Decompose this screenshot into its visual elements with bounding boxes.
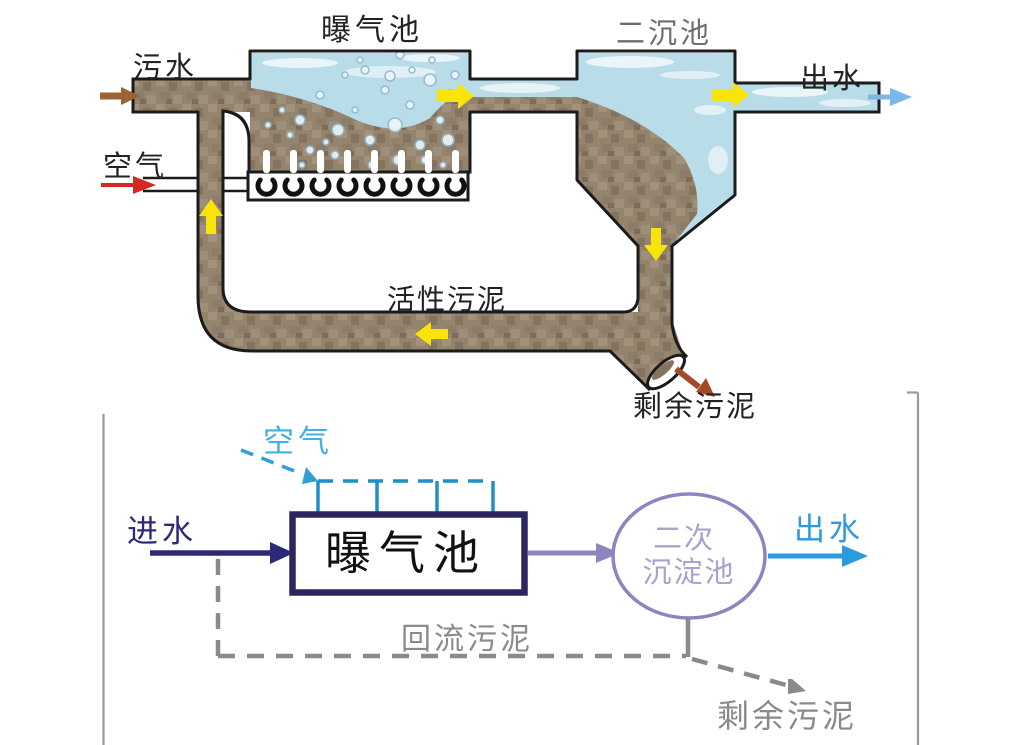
air-inflow-arrow	[101, 176, 156, 194]
aeration-tank-box	[289, 511, 528, 596]
excess-sludge-pipe-mouth	[646, 353, 686, 391]
diffuser-stems	[263, 150, 459, 173]
yellow-flow-arrow-riser-up	[199, 199, 223, 234]
sewage-inflow-arrow	[100, 87, 140, 105]
label-air-bottom: 空气	[263, 424, 333, 459]
excess-sludge-arrowhead-bottom	[788, 679, 806, 694]
secondary-clarifier-circle	[611, 492, 767, 620]
flow-arrows	[100, 82, 912, 397]
vessel-outlines	[131, 49, 881, 392]
yellow-flow-arrow-underflow-down	[644, 228, 668, 261]
label-excess-sludge-top: 剩余污泥	[633, 390, 757, 423]
sludge-return-lines	[215, 559, 787, 688]
excess-sludge-outflow-arrow	[674, 366, 715, 397]
label-secondary-clarifier-line1: 二次	[653, 522, 715, 555]
diffuser-nozzles	[255, 177, 467, 197]
water-streaks	[262, 54, 871, 174]
label-secondary-tank-top: 二沉池	[616, 17, 712, 50]
bottom-flow-diagram: 曝气池 二次 沉淀池 空气 进水 出水 回流污泥 剩余污泥	[102, 391, 920, 745]
air-arrowhead	[302, 467, 318, 484]
to-clarifier-arrow	[528, 543, 620, 563]
influent-arrow	[150, 542, 294, 564]
label-aeration-tank-box: 曝气池	[325, 527, 487, 579]
yellow-flow-arrow-clarifier-outlet	[712, 82, 749, 108]
label-influent: 进水	[127, 514, 197, 549]
clarifier-sludge-blanket	[577, 97, 698, 246]
label-secondary-clarifier-line2: 沉淀池	[642, 556, 735, 589]
frame-lines	[102, 391, 920, 745]
label-sewage: 污水	[133, 51, 197, 84]
effluent-outflow-arrow	[868, 88, 912, 106]
label-return-sludge: 回流污泥	[401, 623, 533, 656]
label-aeration-tank-top: 曝气池	[321, 14, 423, 47]
effluent-arrow-bottom	[768, 545, 868, 567]
top-pictorial-diagram: 污水 曝气池 二沉池 出水 空气 活性污泥 剩余污泥	[100, 14, 912, 423]
yellow-flow-arrow-tank-outlet	[437, 83, 474, 109]
label-effluent-bottom: 出水	[794, 512, 864, 547]
transfer-channel-sludge-layer	[470, 95, 577, 112]
label-secondary-clarifier: 二次 沉淀池	[642, 522, 735, 589]
return-sludge-loop-pipe	[198, 108, 640, 351]
label-excess-sludge-bottom: 剩余污泥	[717, 698, 857, 734]
sewage-inlet-channel	[133, 79, 251, 112]
label-air-top: 空气	[103, 150, 167, 183]
yellow-flow-arrow-return-left	[415, 322, 448, 346]
label-effluent-top: 出水	[800, 62, 864, 95]
air-supply-schematic	[240, 448, 495, 514]
label-activated-sludge: 活性污泥	[387, 284, 507, 315]
